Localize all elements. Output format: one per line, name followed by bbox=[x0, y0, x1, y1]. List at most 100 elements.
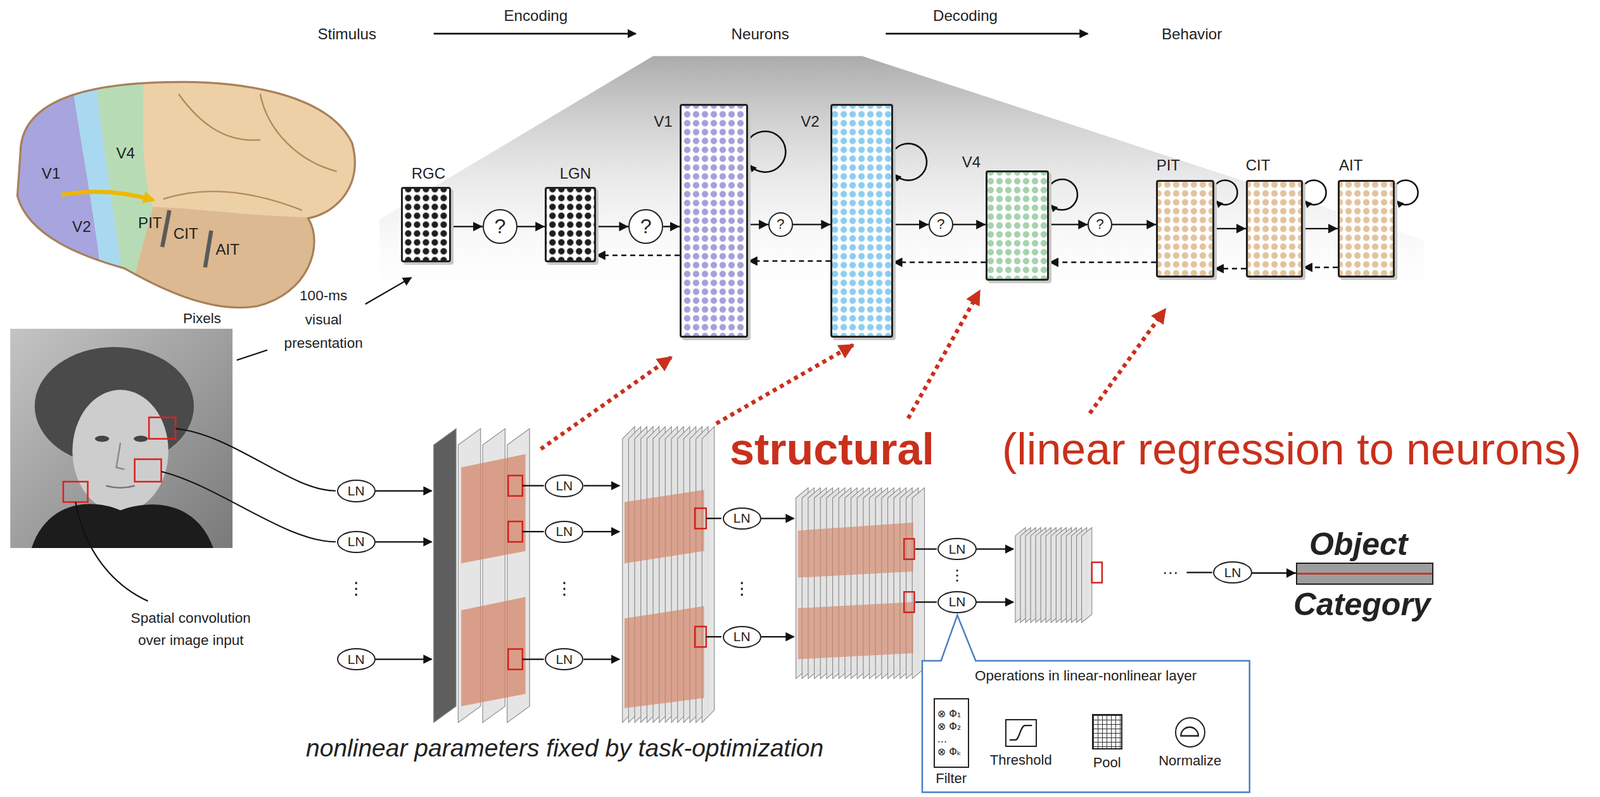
brain-illustration bbox=[178, 93, 261, 140]
neuron-population: V2 bbox=[830, 103, 893, 338]
layer-wire bbox=[522, 530, 545, 533]
question-mark: ? bbox=[640, 214, 652, 239]
area-name: AIT bbox=[1339, 156, 1363, 175]
layer-wire bbox=[375, 485, 1213, 660]
leader-line bbox=[161, 471, 336, 542]
feedforward-arrow bbox=[1214, 228, 1246, 230]
linear-nonlinear-op: LN bbox=[722, 625, 762, 648]
method-label: structural bbox=[729, 426, 935, 472]
layer-wire bbox=[583, 658, 619, 660]
receptive-field-box bbox=[148, 417, 176, 439]
neuron-population: AIT bbox=[1337, 179, 1395, 279]
area-name: V4 bbox=[962, 153, 981, 172]
filter-term: ... bbox=[937, 732, 966, 746]
filter-window bbox=[507, 475, 1103, 670]
filter-window bbox=[694, 507, 707, 529]
category-label: Object bbox=[1309, 528, 1409, 560]
area-name: PIT bbox=[1156, 156, 1181, 175]
question-mark: ? bbox=[494, 214, 506, 239]
top-arrow bbox=[885, 32, 1088, 35]
linear-nonlinear-op: LN bbox=[544, 647, 584, 671]
feedforward-arrow bbox=[517, 225, 546, 227]
stage-heading: Behavior bbox=[1161, 24, 1222, 44]
recurrent-loop bbox=[1394, 180, 1418, 206]
feedback-arrow bbox=[748, 260, 832, 262]
structural-mapping-arrow bbox=[540, 357, 672, 450]
layer-wire bbox=[375, 540, 432, 543]
structural-mapping-arrow bbox=[908, 290, 980, 419]
brain-illustration bbox=[112, 207, 327, 327]
feedforward-arrow bbox=[450, 225, 483, 227]
area-label: PIT bbox=[138, 213, 163, 232]
portrait-photo bbox=[106, 485, 135, 488]
linear-nonlinear-op: LN bbox=[336, 647, 376, 671]
layer-wire bbox=[522, 485, 545, 487]
feedforward-arrow bbox=[953, 223, 987, 225]
category-label: Category bbox=[1293, 588, 1431, 621]
ellipsis: ⋮ bbox=[347, 578, 365, 600]
layer-wire bbox=[915, 601, 937, 603]
feedforward-arrow bbox=[1048, 223, 1088, 225]
layer-wire bbox=[706, 517, 722, 519]
receptive-field-box bbox=[134, 459, 162, 482]
receptive-patch bbox=[798, 601, 914, 659]
category-output: ObjectCategory bbox=[1295, 562, 1434, 585]
linear-nonlinear-op: LN bbox=[544, 474, 584, 497]
operation-note: Spatial convolution over image input bbox=[122, 607, 260, 652]
leader-line bbox=[365, 277, 412, 305]
brain-illustration bbox=[260, 93, 337, 172]
normalize-symbol bbox=[1176, 718, 1205, 747]
unknown-transform: ? bbox=[628, 209, 664, 244]
layer-sheet bbox=[912, 487, 925, 679]
op-label: LN bbox=[948, 541, 966, 557]
layer-wire bbox=[976, 547, 1014, 550]
layer-wire bbox=[583, 530, 619, 533]
parameter-note: nonlinear parameters fixed by task-optim… bbox=[305, 735, 824, 761]
receptive-patch bbox=[461, 596, 526, 706]
receptive-patch bbox=[798, 522, 914, 578]
leader-line bbox=[175, 428, 336, 491]
feedforward-arrow bbox=[1302, 228, 1338, 230]
area-label: AIT bbox=[215, 240, 240, 259]
area-label: V4 bbox=[115, 143, 135, 163]
feedforward-arrow bbox=[793, 223, 832, 225]
filter-bank: ⊗ Φ₁⊗ Φ₂...⊗ ΦₖFilter bbox=[933, 698, 970, 768]
area-label: CIT bbox=[173, 224, 199, 243]
filter-window bbox=[694, 626, 707, 647]
neuron-population: V4 bbox=[985, 170, 1049, 281]
linear-nonlinear-op: LN bbox=[336, 479, 376, 502]
stage-heading: Stimulus bbox=[317, 24, 377, 44]
linear-nonlinear-op: LN bbox=[336, 530, 376, 553]
unknown-transform: ? bbox=[768, 212, 794, 237]
stimulus-note: 100-ms visual presentation bbox=[281, 283, 366, 355]
layer-wire bbox=[583, 485, 619, 487]
feedback-arrow bbox=[893, 261, 987, 263]
layer-sheet bbox=[433, 428, 457, 723]
portrait-photo bbox=[30, 504, 215, 548]
leader-line bbox=[75, 501, 148, 601]
feedforward-arrow bbox=[1112, 223, 1156, 225]
feedforward-arrow bbox=[1252, 571, 1296, 574]
sigmoid-symbol bbox=[1009, 725, 1032, 740]
layer-wire bbox=[915, 547, 937, 550]
image-label: Pixels bbox=[183, 309, 222, 327]
icon-caption: Pool bbox=[1093, 754, 1122, 771]
neuron-population: RGC bbox=[400, 186, 451, 263]
op-label: LN bbox=[733, 628, 751, 645]
op-label: LN bbox=[1224, 565, 1242, 581]
method-note: (linear regression to neurons) bbox=[1002, 426, 1581, 472]
op-label: LN bbox=[347, 533, 365, 550]
structural-mapping-arrow bbox=[716, 344, 854, 424]
receptive-patch bbox=[461, 454, 914, 709]
op-label: LN bbox=[555, 523, 573, 540]
recurrent-loop bbox=[748, 131, 786, 172]
linear-nonlinear-op: LN bbox=[937, 537, 977, 560]
filter-term: ⊗ Φ₂ bbox=[937, 720, 966, 733]
brain-illustration bbox=[205, 230, 212, 268]
ellipsis: ⋮ bbox=[555, 578, 573, 600]
leader-line bbox=[75, 277, 412, 602]
top-arrow bbox=[433, 32, 636, 35]
unknown-transform: ? bbox=[928, 212, 954, 237]
